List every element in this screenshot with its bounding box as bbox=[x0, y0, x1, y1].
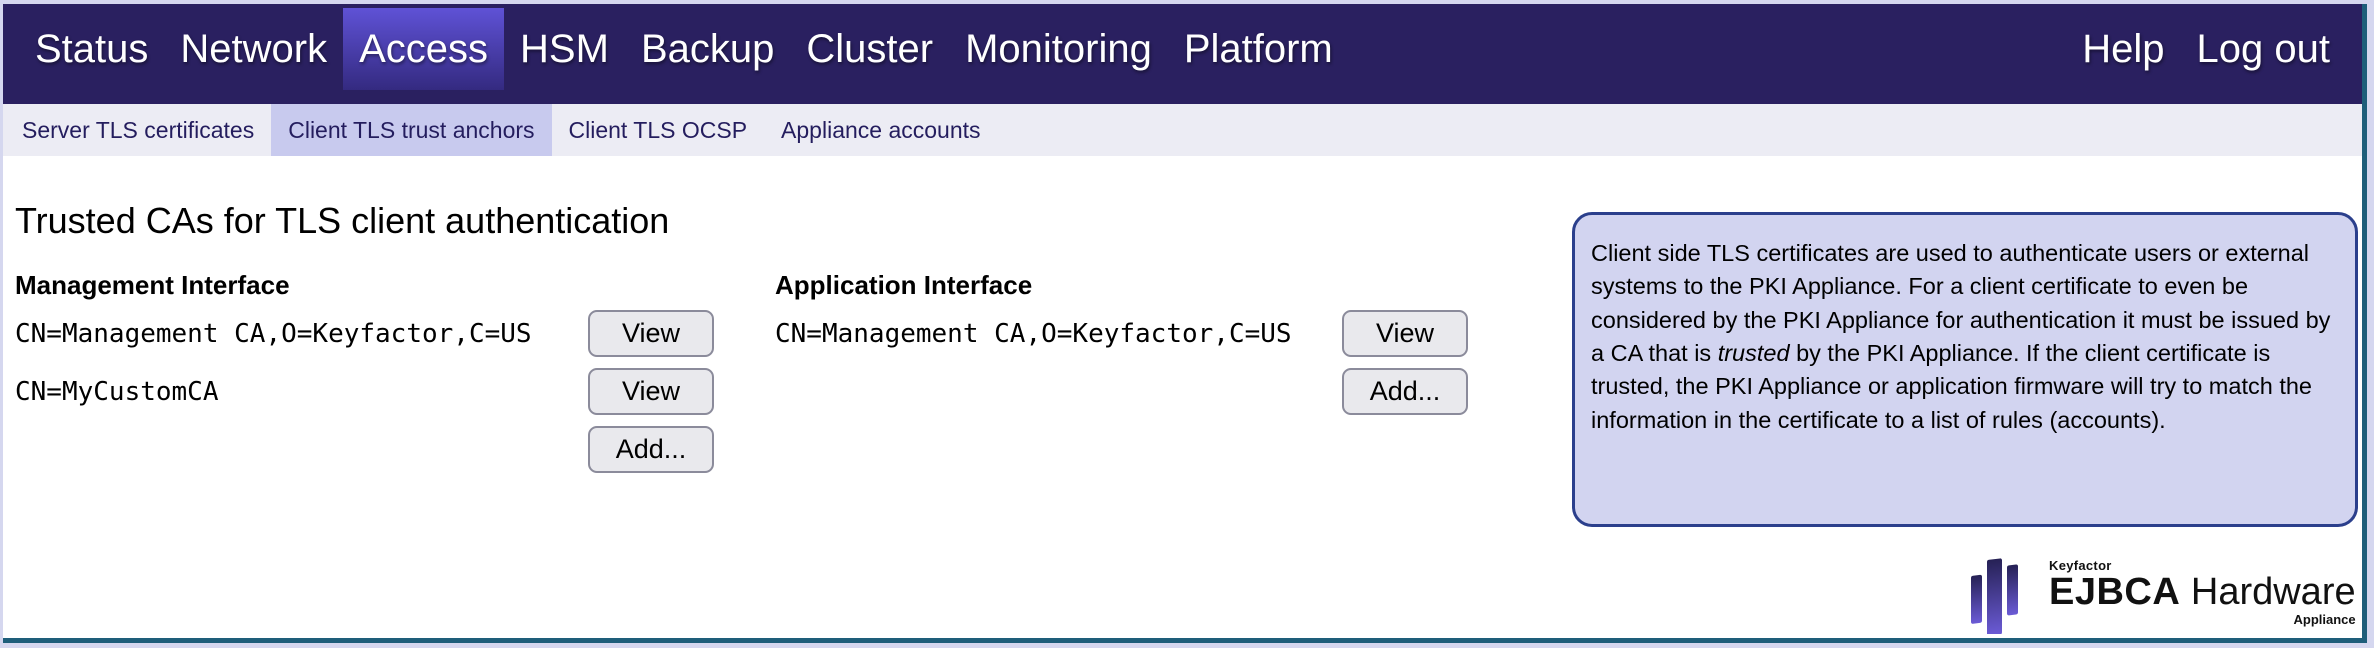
application-add-ca-button[interactable]: Add... bbox=[1342, 368, 1468, 415]
page-frame: Status Network Access HSM Backup Cluster… bbox=[3, 4, 2367, 643]
info-text-italic: trusted bbox=[1717, 340, 1790, 367]
nav-item-status[interactable]: Status bbox=[35, 26, 149, 71]
nav-item-access[interactable]: Access bbox=[343, 8, 505, 90]
subnav-item-appliance-accounts[interactable]: Appliance accounts bbox=[781, 116, 981, 143]
info-text-after: by the PKI Appliance. If the client cert… bbox=[1591, 340, 2312, 433]
subnav-item-client-tls-ocsp[interactable]: Client TLS OCSP bbox=[568, 116, 748, 143]
page-title: Trusted CAs for TLS client authenticatio… bbox=[15, 200, 670, 241]
application-ca-entry: CN=Management CA,O=Keyfactor,C=US bbox=[775, 318, 1292, 349]
management-add-ca-button[interactable]: Add... bbox=[588, 426, 714, 473]
main-navbar: Status Network Access HSM Backup Cluster… bbox=[3, 4, 2362, 104]
management-view-ca-0-button[interactable]: View bbox=[588, 310, 714, 357]
access-subnav: Server TLS certificates Client TLS trust… bbox=[3, 104, 2362, 156]
logo-product-bold: EJBCA bbox=[2049, 570, 2181, 613]
management-ca-entry: CN=MyCustomCA bbox=[15, 376, 219, 407]
management-view-ca-1-button[interactable]: View bbox=[588, 368, 714, 415]
application-interface-label: Application Interface bbox=[775, 270, 1033, 300]
nav-item-network[interactable]: Network bbox=[180, 26, 328, 71]
nav-item-hsm[interactable]: HSM bbox=[520, 26, 609, 71]
keyfactor-bars-icon bbox=[1971, 546, 2023, 639]
management-ca-entry: CN=Management CA,O=Keyfactor,C=US bbox=[15, 318, 532, 349]
nav-item-monitoring[interactable]: Monitoring bbox=[965, 26, 1152, 71]
nav-item-backup[interactable]: Backup bbox=[640, 26, 775, 71]
nav-item-cluster[interactable]: Cluster bbox=[806, 26, 934, 71]
logo-text: Keyfactor EJBCA Hardware Appliance bbox=[2049, 558, 2356, 628]
nav-item-platform[interactable]: Platform bbox=[1183, 26, 1333, 71]
nav-item-logout[interactable]: Log out bbox=[2196, 26, 2330, 71]
info-box: Client side TLS certificates are used to… bbox=[1572, 212, 2358, 527]
keyfactor-ejbca-logo: Keyfactor EJBCA Hardware Appliance bbox=[1971, 546, 2356, 639]
application-view-ca-0-button[interactable]: View bbox=[1342, 310, 1468, 357]
info-text-before: Client side TLS certificates are used to… bbox=[1591, 240, 2331, 367]
nav-item-help[interactable]: Help bbox=[2082, 26, 2165, 71]
logo-product: EJBCA Hardware bbox=[2049, 570, 2356, 613]
subnav-item-server-tls-certificates[interactable]: Server TLS certificates bbox=[22, 116, 255, 143]
logo-product-regular: Hardware bbox=[2190, 570, 2356, 613]
subnav-item-client-tls-trust-anchors[interactable]: Client TLS trust anchors bbox=[271, 104, 552, 156]
logo-edition: Appliance bbox=[2293, 612, 2356, 628]
logo-brand: Keyfactor bbox=[2049, 557, 2112, 573]
management-interface-label: Management Interface bbox=[15, 270, 290, 300]
